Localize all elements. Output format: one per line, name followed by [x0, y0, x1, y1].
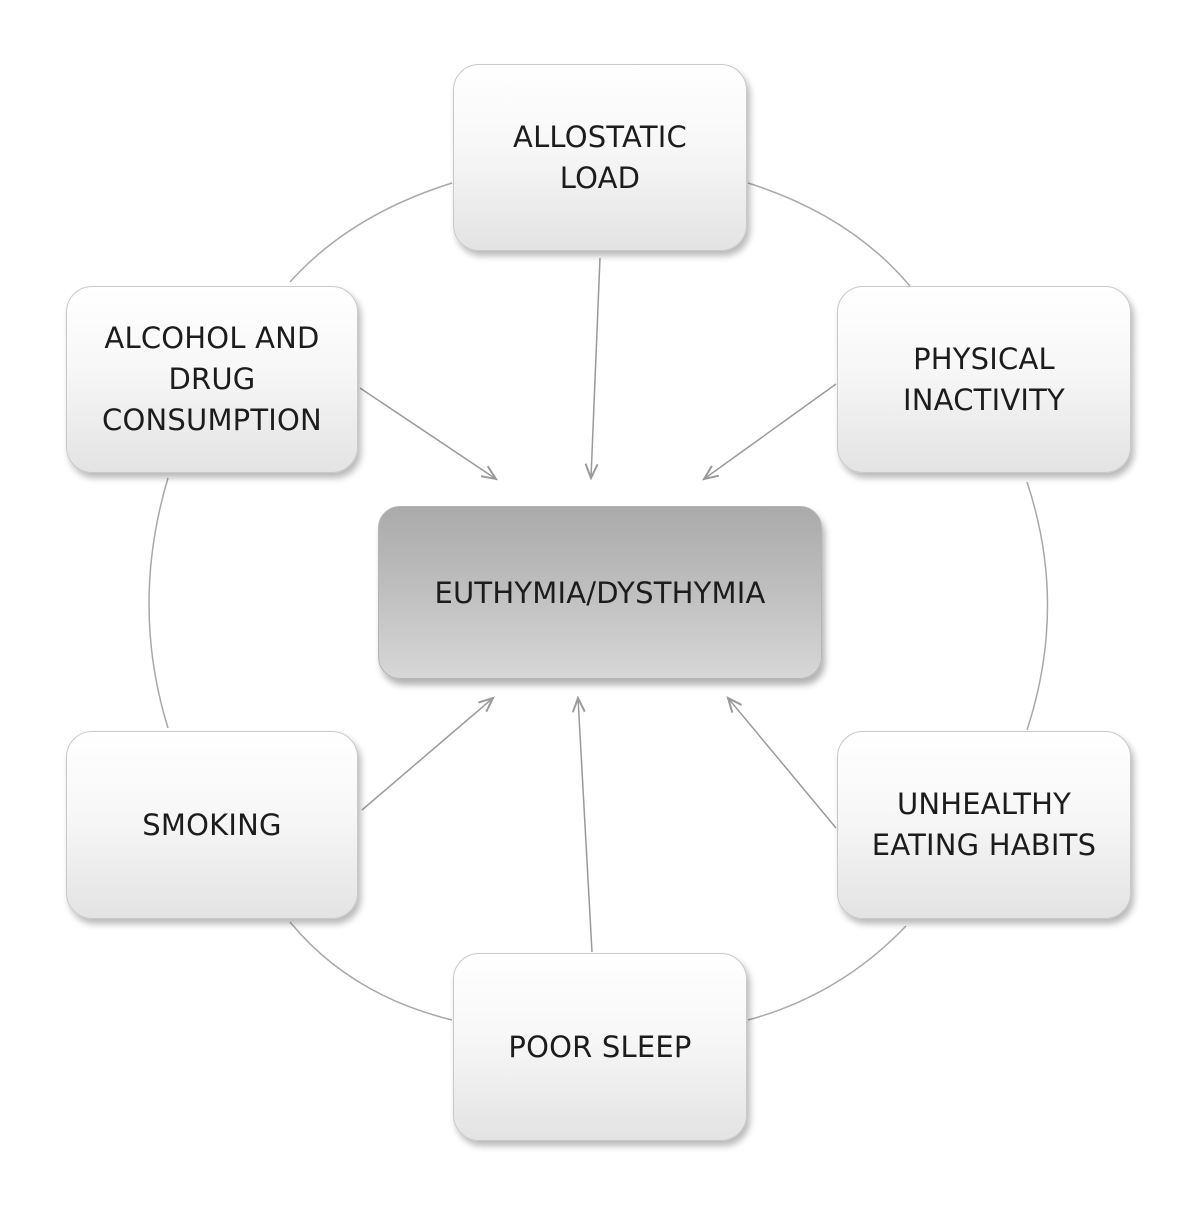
factor-node-physical-inactivity: PHYSICAL INACTIVITY [837, 286, 1131, 473]
ring-arc-bottom-left [289, 921, 453, 1021]
factor-node-unhealthy-eating-habits: UNHEALTHY EATING HABITS [837, 731, 1131, 919]
factor-label-line: PHYSICAL [913, 341, 1055, 376]
arrow-unhealthy-eating-habits [726, 696, 837, 829]
factor-label-line: EATING HABITS [871, 828, 1097, 862]
factor-label-line: ALLOSTATIC [513, 119, 687, 154]
factor-label-line: LOAD [559, 160, 641, 195]
ring-arc-top-right [747, 182, 911, 287]
ring-arc-bottom-right [747, 925, 907, 1021]
center-node-euthymia-dysthymia: EUTHYMIA/DYSTHYMIA [378, 506, 822, 679]
factor-label-line: INACTIVITY [903, 382, 1065, 417]
arrow-alcohol-and-drug-consumption [359, 387, 499, 481]
factor-label-line: POOR SLEEP [508, 1029, 692, 1064]
arrow-smoking [361, 696, 495, 811]
factor-node-allostatic-load: ALLOSTATIC LOAD [453, 64, 747, 251]
center-node-label: EUTHYMIA/DYSTHYMIA [434, 575, 766, 610]
arrow-allostatic-load [584, 257, 601, 481]
factor-label-line: CONSUMPTION [102, 403, 322, 437]
factor-label-line: DRUG [168, 362, 256, 396]
arrow-poor-sleep [571, 695, 593, 953]
ring-arc-top-left [289, 182, 453, 283]
factor-node-smoking: SMOKING [66, 731, 358, 919]
factor-label-line: UNHEALTHY [896, 787, 1072, 821]
factor-label-line: SMOKING [142, 807, 282, 842]
factor-node-poor-sleep: POOR SLEEP [453, 953, 747, 1141]
ring-arc-left [148, 477, 169, 729]
factor-label-line: ALCOHOL AND [104, 321, 320, 355]
ring-arc-right [1026, 481, 1049, 731]
factor-node-alcohol-and-drug-consumption: ALCOHOL AND DRUG CONSUMPTION [66, 286, 358, 473]
arrow-physical-inactivity [701, 383, 837, 481]
